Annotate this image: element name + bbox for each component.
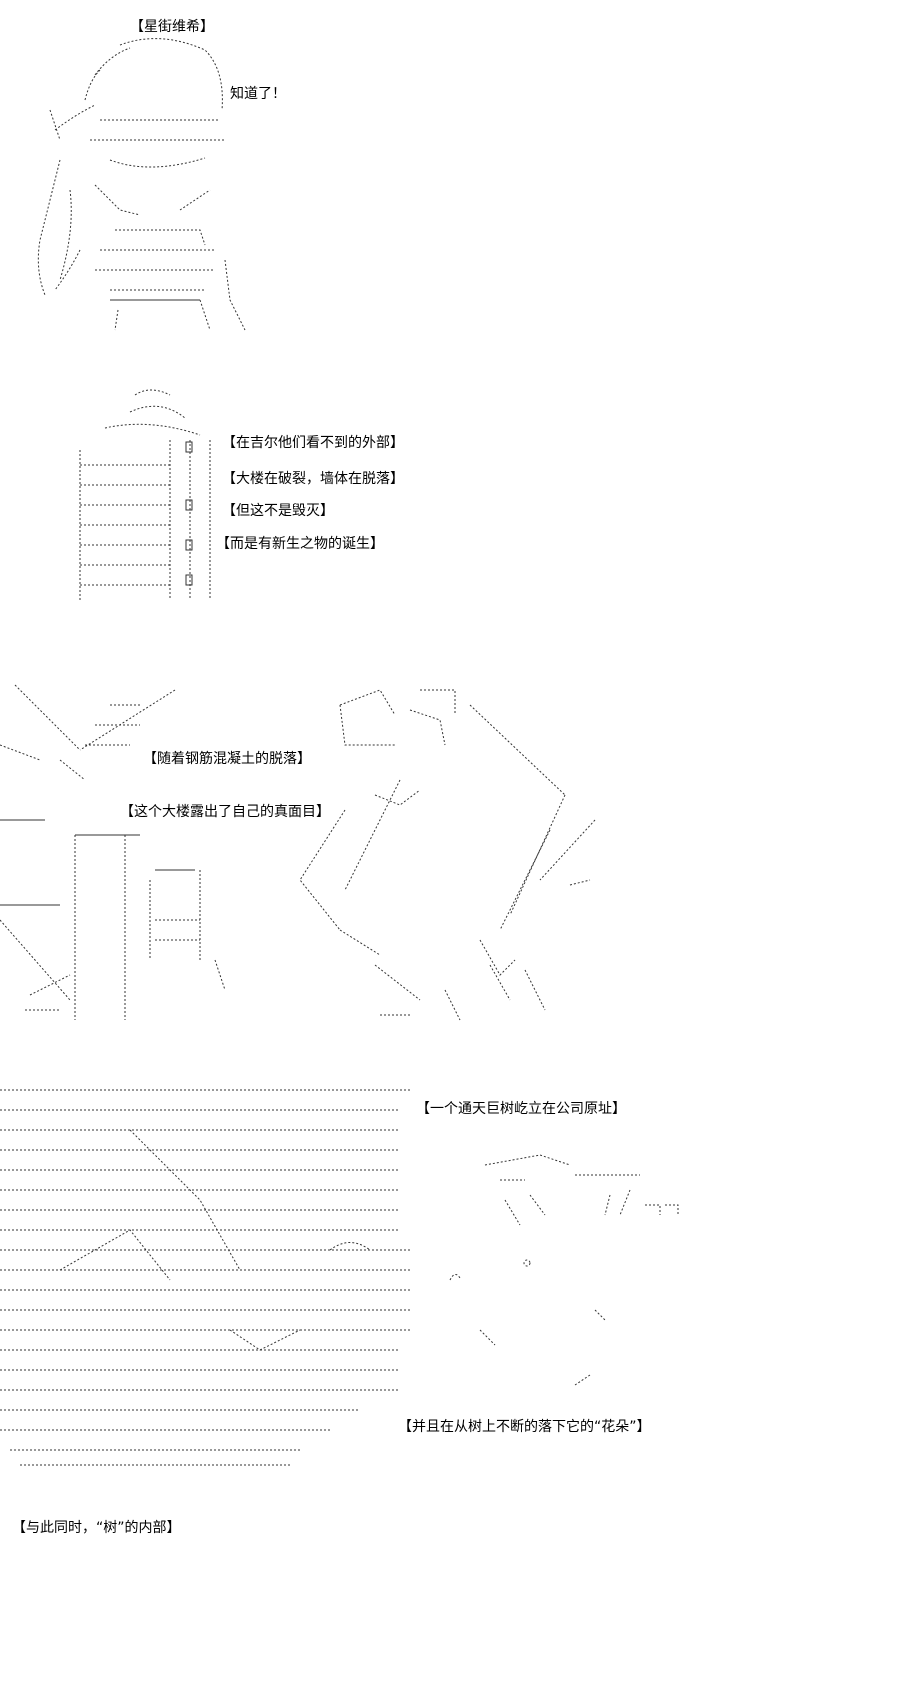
caption-inside-tree: 【与此同时，“树”的内部】	[12, 1520, 181, 1536]
building-ascii-art	[79, 389, 211, 600]
caption-not-destruction: 【但这不是毁灭】	[222, 503, 334, 519]
speech-line: 知道了！	[230, 86, 286, 102]
reveal-ascii-art	[0, 684, 596, 1021]
caption-rebar-falling: 【随着钢筋混凝土的脱落】	[143, 751, 311, 767]
speaker-name: 【星街维希】	[130, 19, 214, 35]
character-ascii-art	[37, 38, 246, 331]
caption-giant-tree: 【一个通天巨树屹立在公司原址】	[416, 1101, 626, 1117]
caption-new-birth: 【而是有新生之物的诞生】	[216, 536, 384, 552]
tree-ascii-art	[0, 1089, 679, 1466]
caption-true-face: 【这个大楼露出了自己的真面目】	[120, 804, 330, 820]
caption-cracking: 【大楼在破裂，墙体在脱落】	[222, 471, 404, 487]
caption-outside: 【在吉尔他们看不到的外部】	[222, 435, 404, 451]
caption-falling-flowers: 【并且在从树上不断的落下它的“花朵”】	[398, 1419, 651, 1435]
